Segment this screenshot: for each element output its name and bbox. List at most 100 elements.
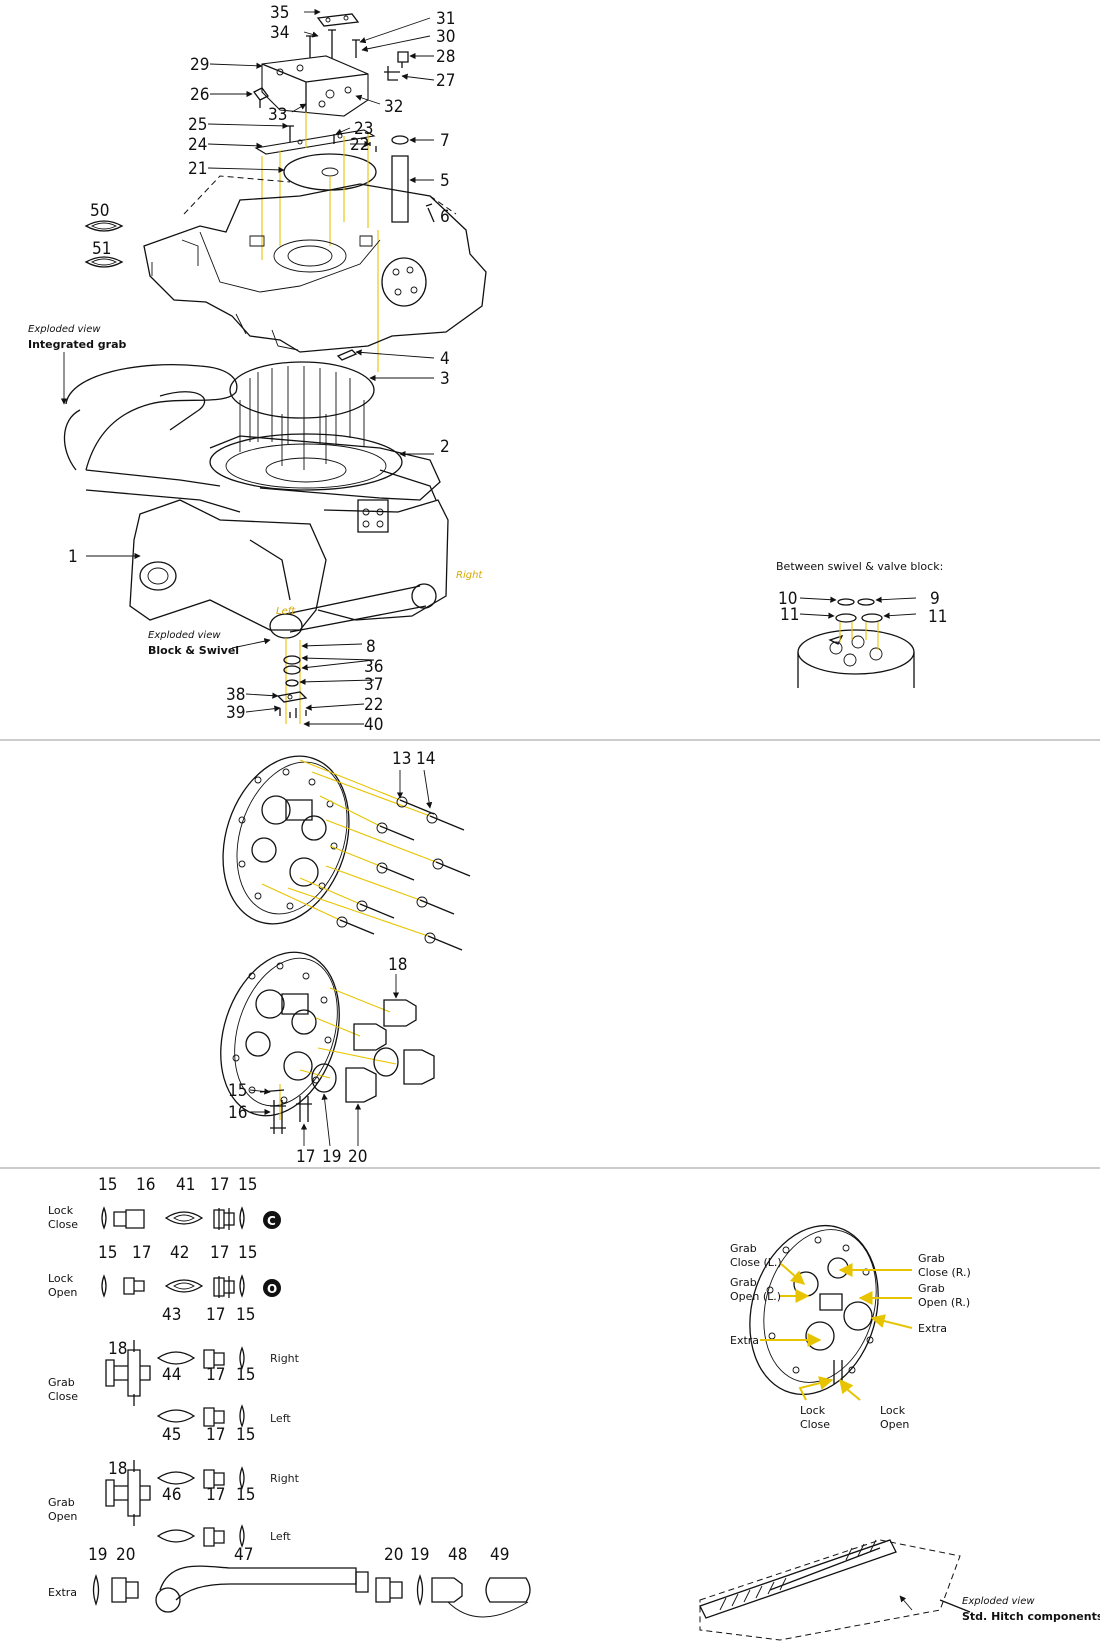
port-grab-close-l-a: Grab bbox=[730, 1242, 757, 1255]
port-grab-close-r-b: Close (R.) bbox=[918, 1266, 971, 1279]
row2-up-0: 43 bbox=[162, 1305, 181, 1325]
swivel-bolt-circle bbox=[209, 349, 403, 491]
row3-lo-0: 46 bbox=[162, 1485, 181, 1505]
callout-22-bottom: 22 bbox=[364, 695, 383, 715]
callout-15: 15 bbox=[228, 1081, 247, 1101]
port-grab-open-l-a: Grab bbox=[730, 1276, 757, 1289]
row4-num-6: 49 bbox=[490, 1545, 509, 1565]
swivel-top-detail bbox=[797, 598, 915, 688]
callout-39: 39 bbox=[226, 703, 245, 723]
row0-num-2: 41 bbox=[176, 1175, 195, 1195]
between-label: Between swivel & valve block: bbox=[776, 560, 943, 573]
callout-10: 10 bbox=[778, 589, 797, 609]
callout-19: 19 bbox=[322, 1147, 341, 1167]
callout-27: 27 bbox=[436, 71, 455, 91]
row3-n18: 18 bbox=[108, 1459, 127, 1479]
top-labels: Exploded view Integrated grab Exploded v… bbox=[28, 324, 943, 657]
callout-9: 9 bbox=[930, 589, 940, 609]
row1-num-3: 17 bbox=[210, 1243, 229, 1263]
callout-35: 35 bbox=[270, 3, 289, 23]
callout-30: 30 bbox=[436, 27, 455, 47]
callout-20: 20 bbox=[348, 1147, 367, 1167]
row0-num-1: 16 bbox=[136, 1175, 155, 1195]
hitch-caption: Exploded view bbox=[962, 1596, 1035, 1607]
left-label: Left bbox=[276, 606, 296, 617]
port-grab-open-r-a: Grab bbox=[918, 1282, 945, 1295]
callout-11-left: 11 bbox=[780, 605, 799, 625]
callout-13: 13 bbox=[392, 749, 411, 769]
row-extra: Extra bbox=[48, 1586, 77, 1599]
port-flange-diagram bbox=[749, 1224, 913, 1401]
row2-left: Left bbox=[270, 1412, 291, 1425]
callout-24: 24 bbox=[188, 135, 207, 155]
row3-up-0: 45 bbox=[162, 1425, 181, 1445]
callout-14: 14 bbox=[416, 749, 435, 769]
callout-7: 7 bbox=[440, 131, 450, 151]
callout-50: 50 bbox=[90, 201, 109, 221]
config-row-lock-open bbox=[101, 1274, 281, 1298]
row3-right: Right bbox=[270, 1472, 300, 1485]
callout-21: 21 bbox=[188, 159, 207, 179]
callout-17: 17 bbox=[296, 1147, 315, 1167]
port-grab-close-r-a: Grab bbox=[918, 1252, 945, 1265]
callout-6: 6 bbox=[440, 207, 450, 227]
grab-title: Integrated grab bbox=[28, 338, 127, 351]
row-lock-close-b: Close bbox=[48, 1218, 78, 1231]
callout-32: 32 bbox=[384, 97, 403, 117]
port-labels: Grab Close (L.) Grab Open (L.) Grab Clos… bbox=[730, 1242, 1100, 1623]
badge-close: C bbox=[267, 1214, 276, 1228]
row2-lo-0: 44 bbox=[162, 1365, 181, 1385]
port-grab-close-l-b: Close (L.) bbox=[730, 1256, 782, 1269]
port-extra-l: Extra bbox=[730, 1334, 759, 1347]
callout-31: 31 bbox=[436, 9, 455, 29]
block-and-swivel bbox=[129, 499, 449, 639]
lower-small-parts bbox=[276, 638, 308, 724]
callout-3: 3 bbox=[440, 369, 450, 389]
row0-num-3: 17 bbox=[210, 1175, 229, 1195]
row4-num-3: 20 bbox=[384, 1545, 403, 1565]
port-lock-open-a: Lock bbox=[880, 1404, 906, 1417]
callout-25: 25 bbox=[188, 115, 207, 135]
row-grab-open-b: Open bbox=[48, 1510, 77, 1523]
callout-51: 51 bbox=[92, 239, 111, 259]
callout-leaders bbox=[86, 8, 917, 1611]
row1-num-1: 17 bbox=[132, 1243, 151, 1263]
row-grab-open-a: Grab bbox=[48, 1496, 75, 1509]
callout-28: 28 bbox=[436, 47, 455, 67]
callout-22-top: 22 bbox=[350, 135, 369, 155]
callout-23: 23 bbox=[354, 119, 373, 139]
callout-36: 36 bbox=[364, 657, 383, 677]
hitch-components bbox=[699, 1539, 971, 1641]
badge-open: O bbox=[267, 1282, 277, 1296]
callout-37: 37 bbox=[364, 675, 383, 695]
callout-26: 26 bbox=[190, 85, 209, 105]
row2-up-1: 17 bbox=[206, 1305, 225, 1325]
row2-up-2: 15 bbox=[236, 1305, 255, 1325]
row-grab-close-b: Close bbox=[48, 1390, 78, 1403]
callout-numbers: 35 34 31 30 29 28 27 26 33 32 25 23 24 2… bbox=[68, 3, 947, 1167]
callout-5: 5 bbox=[440, 171, 450, 191]
callout-11-right: 11 bbox=[928, 607, 947, 627]
row0-num-4: 15 bbox=[238, 1175, 257, 1195]
bolts-13-14 bbox=[261, 759, 471, 951]
row0-num-0: 15 bbox=[98, 1175, 117, 1195]
row4-num-5: 48 bbox=[448, 1545, 467, 1565]
grab-housing bbox=[143, 175, 487, 353]
callout-4: 4 bbox=[440, 349, 450, 369]
config-row-extra bbox=[92, 1565, 531, 1618]
config-row-lock-close bbox=[101, 1206, 281, 1230]
fittings-18-20 bbox=[259, 987, 435, 1134]
row1-num-4: 15 bbox=[238, 1243, 257, 1263]
callout-40: 40 bbox=[364, 715, 383, 735]
callout-34: 34 bbox=[270, 23, 289, 43]
config-row-grab-open bbox=[105, 1460, 245, 1548]
row3-left: Left bbox=[270, 1530, 291, 1543]
row4-num-1: 20 bbox=[116, 1545, 135, 1565]
row2-right: Right bbox=[270, 1352, 300, 1365]
callout-33: 33 bbox=[268, 105, 287, 125]
row3-up-2: 15 bbox=[236, 1425, 255, 1445]
gaskets-50-51 bbox=[84, 220, 124, 268]
row2-n18: 18 bbox=[108, 1339, 127, 1359]
row3-lo-2: 15 bbox=[236, 1485, 255, 1505]
port-extra-r: Extra bbox=[918, 1322, 947, 1335]
